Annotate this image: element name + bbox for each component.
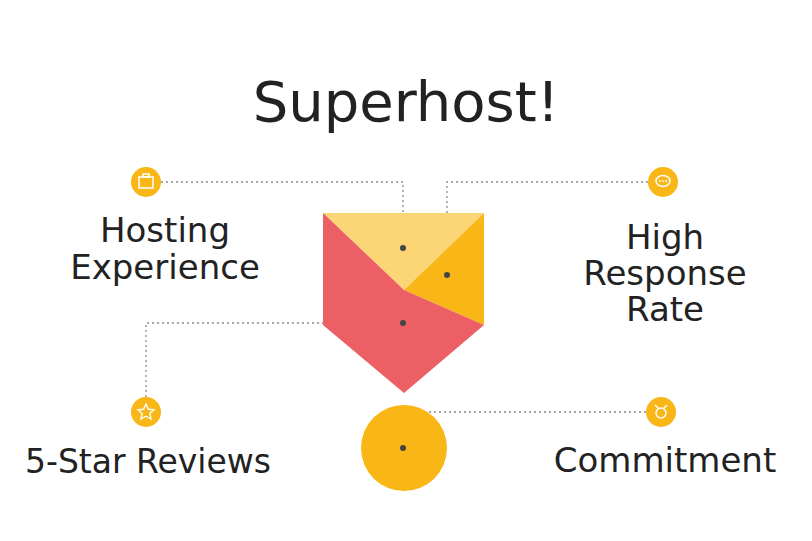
feature-label: 5-Star Reviews xyxy=(0,440,296,484)
leader-dot xyxy=(400,445,406,451)
feature-label: Hosting Experience xyxy=(45,212,285,286)
badge-medal xyxy=(361,405,447,491)
leader-dot xyxy=(400,245,406,251)
diagram-title: Superhost! xyxy=(156,66,656,138)
commitment-icon xyxy=(646,397,676,427)
briefcase-icon xyxy=(131,167,161,197)
leader-dot xyxy=(400,320,406,326)
chat-icon xyxy=(648,167,678,197)
feature-label: Commitment xyxy=(520,438,810,482)
star-icon xyxy=(131,397,161,427)
badge-ribbon xyxy=(323,213,484,393)
leader-dot xyxy=(444,272,450,278)
feature-label: High Response Rate xyxy=(555,219,775,327)
